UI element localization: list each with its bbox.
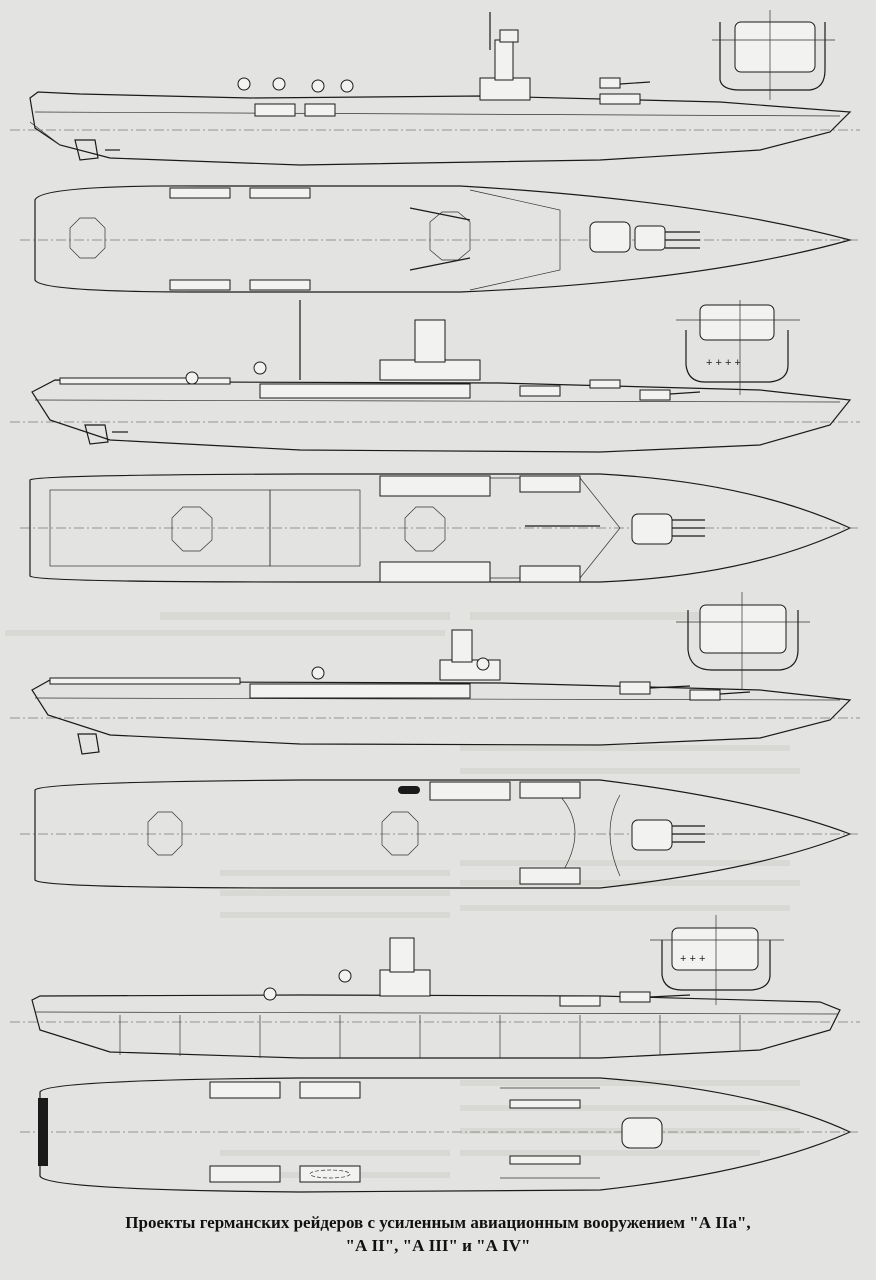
ship-a-iii-section	[676, 592, 810, 690]
ship-a-ii-profile	[10, 300, 860, 453]
ship-a-ii-section: + + + +	[676, 300, 800, 395]
ship-a-iv-plan	[20, 1077, 860, 1193]
ship-a-iia-section	[712, 10, 835, 100]
figure-caption-line-1: Проекты германских рейдеров с усиленным …	[125, 1213, 751, 1232]
svg-text:+ + +: + + +	[680, 953, 705, 965]
ship-a-ii-plan	[20, 473, 860, 583]
ship-a-iv-profile	[10, 937, 860, 1059]
figure-caption-line-2: "А II", "А III" и "А IV"	[345, 1236, 531, 1255]
ship-a-iv-section: + + +	[650, 915, 784, 1005]
ship-a-iia-profile	[10, 12, 860, 166]
ship-drawings: + + + +	[5, 10, 860, 1193]
svg-text:+ + + +: + + + +	[706, 357, 741, 369]
ship-a-iii-plan	[20, 779, 860, 889]
ship-a-iii-profile	[10, 629, 860, 755]
ship-a-iia-plan	[20, 185, 860, 293]
